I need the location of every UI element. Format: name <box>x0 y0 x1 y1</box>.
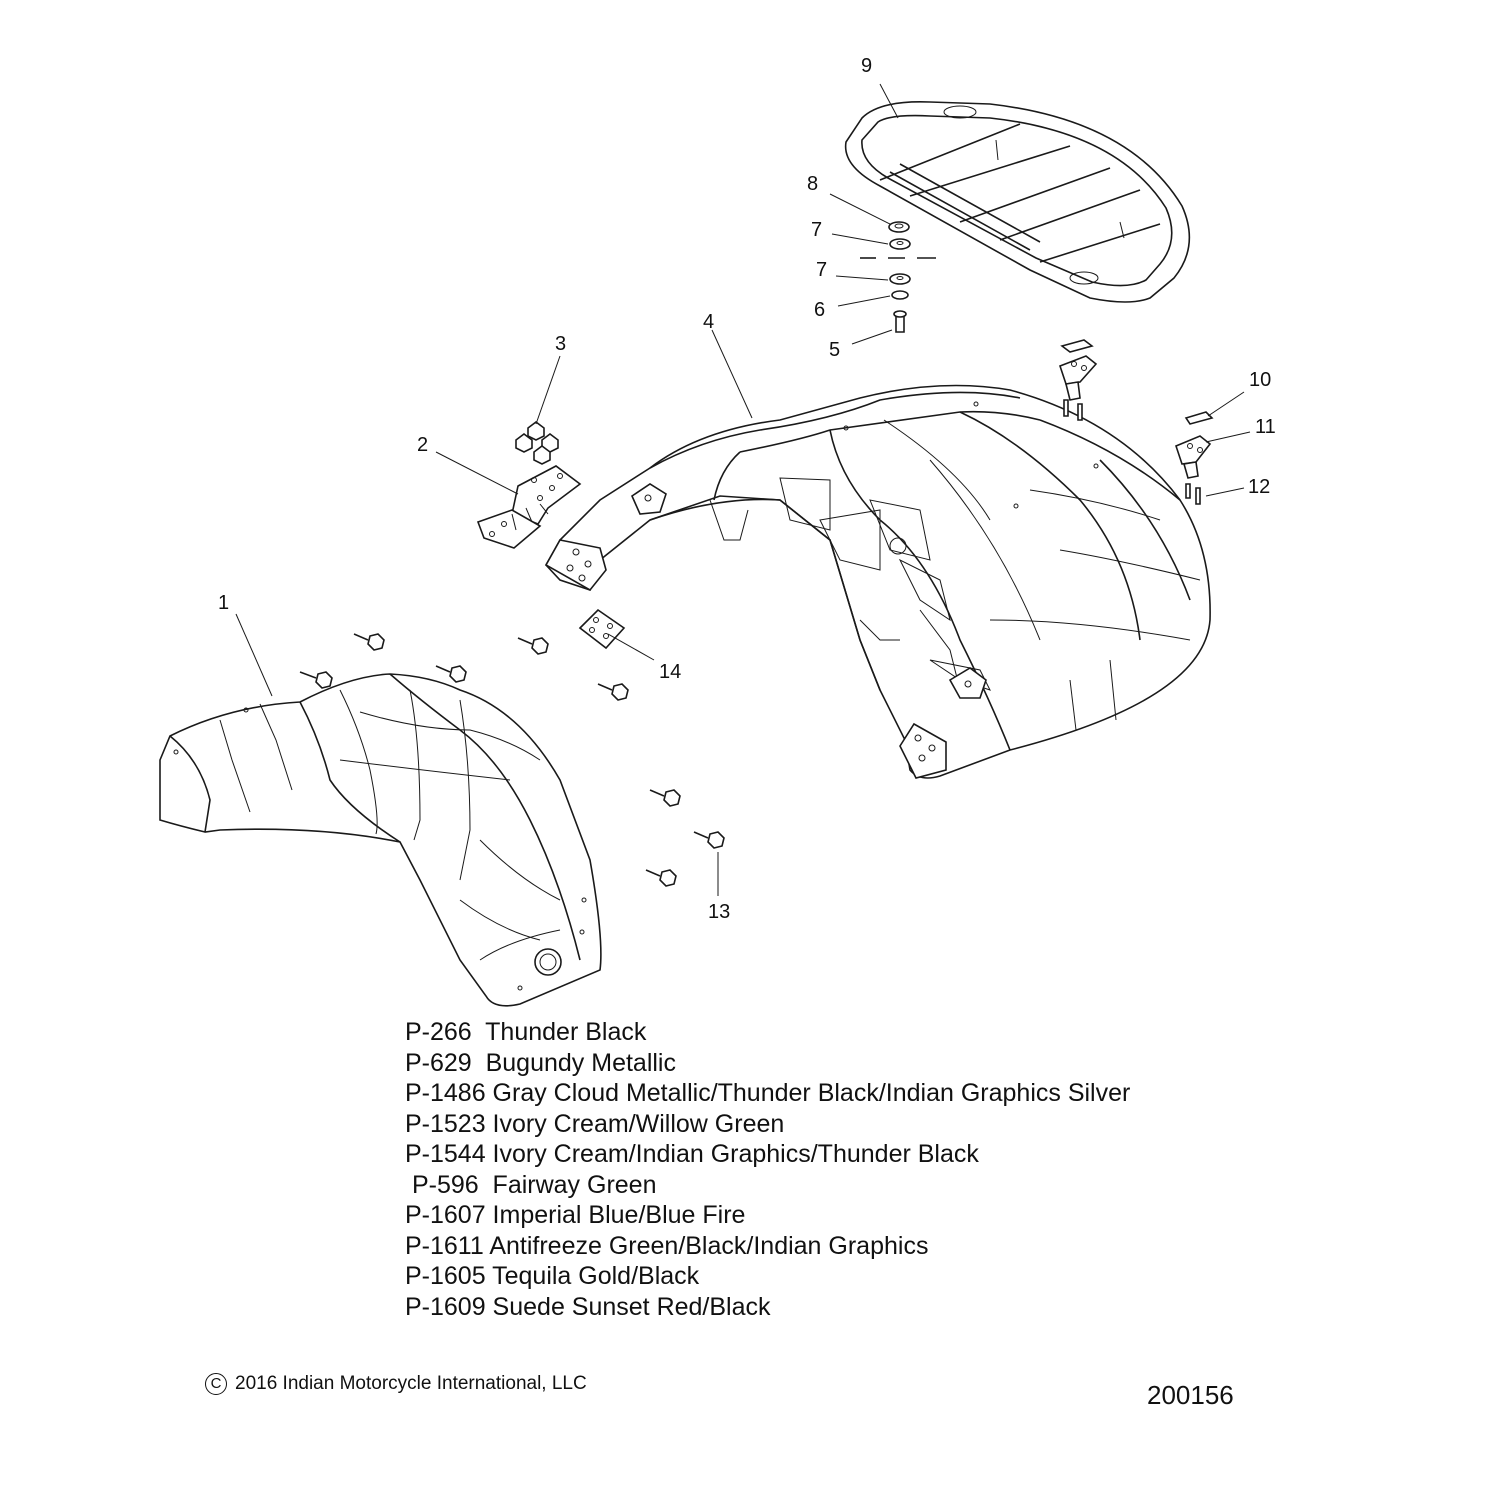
rack-hardware-stack <box>860 222 936 332</box>
legend-row: P-1609 Suede Sunset Red/Black <box>405 1292 771 1321</box>
screw <box>598 684 628 700</box>
callout-3: 3 <box>555 333 566 355</box>
callout-11: 11 <box>1255 416 1276 438</box>
parts-10-12-latch-brackets <box>1060 340 1212 504</box>
paint-code-legend: P-266 Thunder Black P-629 Bugundy Metall… <box>405 1017 1305 1322</box>
callout-4: 4 <box>703 311 714 333</box>
legend-row: P-1607 Imperial Blue/Blue Fire <box>405 1201 746 1229</box>
callout-2: 2 <box>417 434 428 456</box>
part-9-luggage-rack <box>846 102 1190 302</box>
part-14-plate <box>580 610 624 648</box>
legend-row: P-1611 Antifreeze Green/Black/Indian Gra… <box>405 1231 929 1260</box>
screw <box>646 870 676 886</box>
part-2-hinge-bracket <box>478 466 580 548</box>
callout-6: 6 <box>814 299 825 321</box>
callout-13: 13 <box>708 901 730 923</box>
callout-8: 8 <box>807 173 818 195</box>
legend-row: P-1605 Tequila Gold/Black <box>405 1262 700 1290</box>
legend-row: P-266 Thunder Black <box>405 1018 647 1046</box>
callout-9: 9 <box>861 55 872 77</box>
callout-10: 10 <box>1249 369 1271 391</box>
screw <box>354 634 384 650</box>
legend-row: P-1486 Gray Cloud Metallic/Thunder Black… <box>405 1079 1131 1107</box>
callout-7-lower: 7 <box>816 259 827 281</box>
legend-row: P-629 Bugundy Metallic <box>405 1048 676 1077</box>
legend-row: P-1544 Ivory Cream/Indian Graphics/Thund… <box>405 1140 979 1168</box>
screw <box>650 790 680 806</box>
screw <box>694 832 724 848</box>
part-13-screws <box>300 634 724 886</box>
callout-12: 12 <box>1248 476 1270 498</box>
screw <box>436 666 466 682</box>
part-4-trunk-body <box>546 386 1210 779</box>
callout-14: 14 <box>659 661 681 683</box>
part-1-backrest <box>160 674 601 1006</box>
part-3-nuts <box>516 422 558 464</box>
callout-labels: 1 2 3 4 5 6 7 7 8 9 10 11 12 13 14 <box>218 55 1276 923</box>
screw <box>518 638 548 654</box>
copyright-notice: C 2016 Indian Motorcycle International, L… <box>205 1373 587 1395</box>
callout-1: 1 <box>218 592 229 614</box>
copyright-icon: C <box>205 1373 227 1395</box>
leader-lines <box>236 84 1250 896</box>
callout-5: 5 <box>829 339 840 361</box>
callout-7-upper: 7 <box>811 219 822 241</box>
drawing-number: 200156 <box>1147 1380 1234 1410</box>
screw <box>300 672 332 688</box>
legend-row: P-596 Fairway Green <box>405 1170 657 1199</box>
copyright-text: 2016 Indian Motorcycle International, LL… <box>235 1373 587 1395</box>
legend-row: P-1523 Ivory Cream/Willow Green <box>405 1109 785 1138</box>
